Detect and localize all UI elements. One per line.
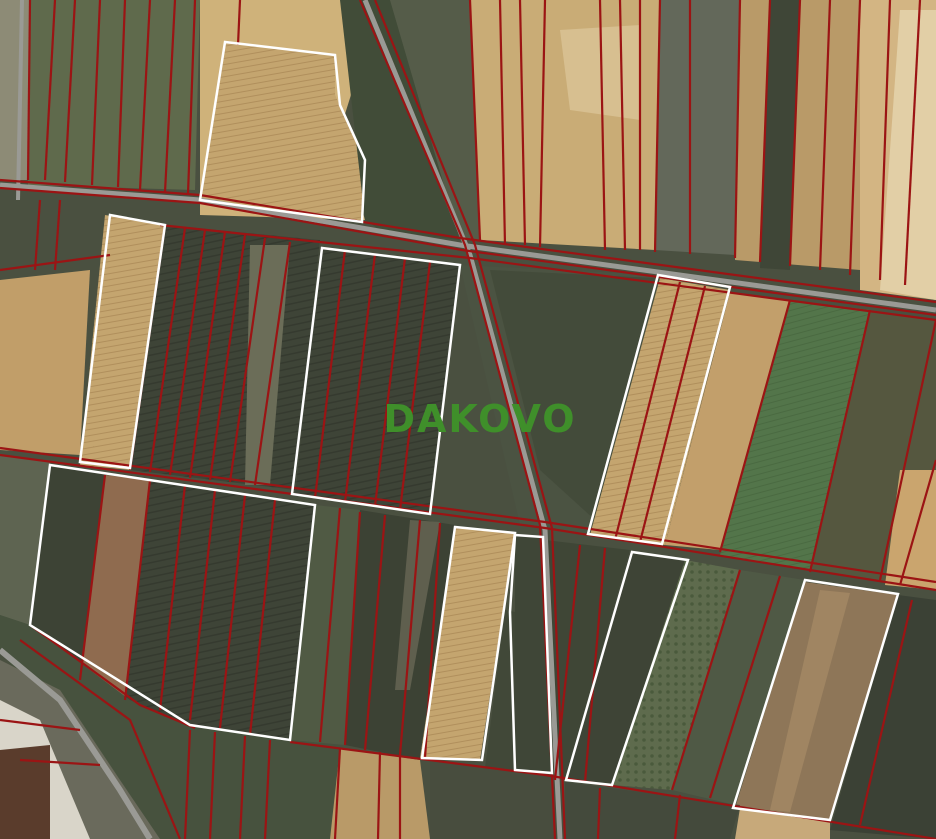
selected-parcel-9 [731, 578, 900, 822]
field-patches-bottom [0, 455, 936, 839]
field-patches-top [0, 0, 936, 300]
place-label: DAKOVO [383, 397, 576, 441]
selected-parcel-4 [586, 273, 732, 546]
selected-parcel-3 [290, 246, 462, 516]
selected-parcel-5 [28, 463, 317, 742]
selected-parcel-8 [564, 550, 690, 787]
selected-parcel-6 [420, 525, 517, 762]
selected-parcel-2 [78, 213, 167, 470]
selected-parcel-7 [508, 533, 554, 775]
selected-parcel-1 [198, 40, 367, 224]
selected-parcels[interactable] [28, 40, 900, 822]
